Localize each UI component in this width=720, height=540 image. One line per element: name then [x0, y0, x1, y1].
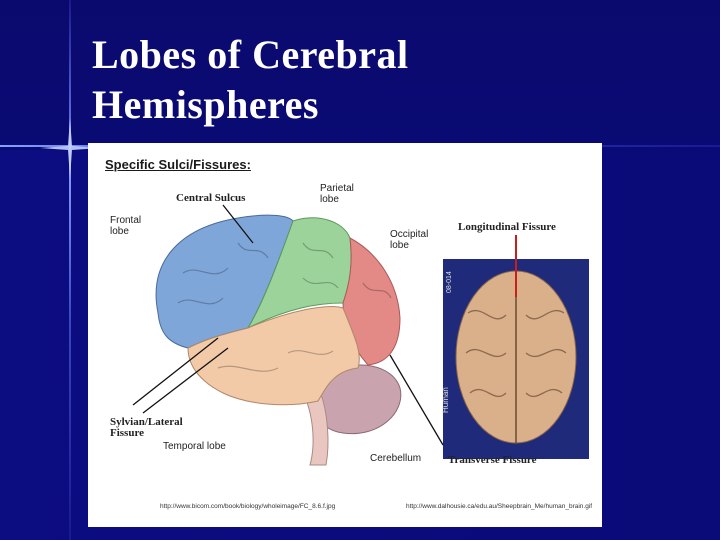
parietal-lobe-region — [246, 217, 352, 330]
pointer-lines — [132, 204, 444, 446]
brainstem-region — [302, 390, 329, 466]
brain-illustration — [132, 204, 589, 466]
label-central-sulcus: Central Sulcus — [176, 192, 246, 204]
title-band — [0, 0, 720, 150]
label-frontal-lobe: Frontal lobe — [110, 215, 142, 237]
label-human-tag: Human — [441, 387, 450, 413]
title-line-1: Lobes of Cerebral — [92, 32, 409, 77]
label-cerebellum: Cerebellum — [370, 453, 422, 464]
title-line-2: Hemispheres — [92, 82, 319, 127]
label-transverse-fissure: Transverse Fissure — [448, 454, 537, 466]
transverse-fissure-pointer — [389, 354, 444, 446]
label-longitudinal-fissure: Longitudinal Fissure — [458, 221, 556, 233]
lateral-brain — [155, 214, 402, 466]
source-url-right: http://www.dalhousie.ca/edu.au/Sheepbrai… — [406, 503, 593, 510]
label-occipital-lobe: Occipital lobe — [390, 229, 429, 251]
central-sulcus-pointer — [222, 204, 254, 244]
vertical-accent-line — [69, 0, 71, 540]
label-image-id: 08-014 — [446, 271, 453, 293]
label-parietal-lobe: Parietal lobe — [320, 183, 354, 205]
label-temporal-lobe: Temporal lobe — [163, 441, 226, 452]
slide-title: Lobes of Cerebral Hemispheres — [92, 30, 409, 130]
figure-heading: Specific Sulci/Fissures: — [105, 157, 251, 172]
sylvian-fissure-pointer — [132, 337, 219, 406]
figure-panel: Specific Sulci/Fissures: — [88, 143, 602, 527]
temporal-lobe-region — [187, 306, 360, 406]
sparkle-icon — [40, 118, 100, 178]
superior-brain-photo — [443, 235, 589, 459]
sylvian-fissure-pointer-2 — [142, 347, 229, 414]
source-url-left: http://www.bicom.com/book/biology/wholei… — [160, 503, 336, 510]
label-sylvian-fissure: Sylvian/Lateral Fissure — [110, 416, 183, 439]
occipital-lobe-region — [342, 237, 401, 366]
